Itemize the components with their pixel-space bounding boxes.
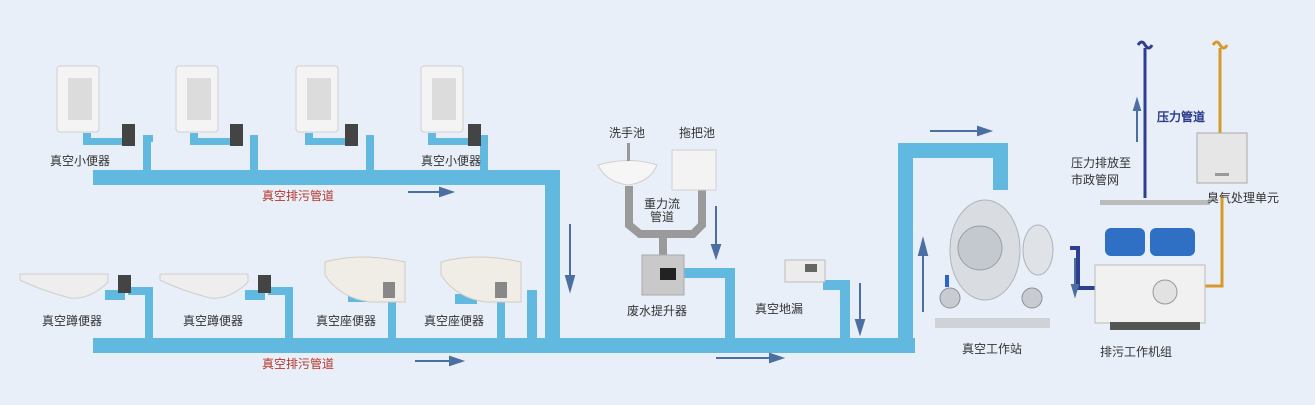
squat-toilet-icon — [159, 273, 249, 299]
urinal-icon — [295, 65, 339, 133]
arrow-up-icon — [1132, 96, 1142, 142]
arrow-up-icon — [917, 236, 929, 312]
mop-sink-icon — [671, 149, 717, 191]
vacuum-station-icon — [935, 199, 1054, 328]
right-equipment — [935, 132, 1248, 330]
station-top-run — [898, 143, 1008, 158]
pressure-pipe-label: 压力管道 — [1157, 110, 1206, 124]
arrow-right-icon — [408, 186, 456, 198]
station-inlet-drop — [993, 143, 1008, 190]
arrow-down-icon — [1070, 258, 1080, 299]
arrow-down-icon — [854, 283, 866, 337]
pressure-pipe — [1070, 40, 1154, 290]
middle-fixtures — [597, 143, 826, 296]
urinal-label-4: 真空小便器 — [421, 154, 482, 168]
bottom-fixtures — [19, 256, 522, 303]
faucet-icon — [627, 143, 630, 161]
gravity-pipe-label: 重力流 管道 — [644, 197, 681, 224]
odor-unit-label: 臭气处理单元 — [1207, 191, 1280, 205]
arrow-down-icon — [710, 206, 722, 261]
squat-toilet-icon — [19, 273, 109, 299]
discharge-destination-label: 压力排放至 市政管网 — [1071, 156, 1132, 187]
odor-unit-icon — [1196, 132, 1248, 184]
mop-sink-label: 拖把池 — [679, 126, 716, 140]
vacuum-valve-icon — [495, 282, 507, 298]
squat-toilet-label-1: 真空蹲便器 — [42, 314, 103, 328]
vacuum-valve-icon — [118, 275, 131, 293]
arrow-right-icon — [415, 355, 466, 367]
hand-basin-icon — [597, 160, 658, 186]
urinal-icon — [56, 65, 100, 133]
urinal-label-1: 真空小便器 — [50, 154, 111, 168]
vacuum-valve-icon — [230, 124, 243, 146]
top-vacuum-main — [93, 170, 560, 185]
vacuum-station-label: 真空工作站 — [962, 342, 1023, 356]
seat-toilet-label-1: 真空座便器 — [316, 314, 377, 328]
arrow-right-icon — [716, 352, 786, 364]
floor-drain-label: 真空地漏 — [755, 302, 804, 316]
flow-arrows — [408, 96, 1142, 367]
station-riser — [898, 143, 913, 353]
gravity-pipes — [625, 186, 706, 258]
vacuum-valve-icon — [345, 124, 358, 146]
discharge-unit-icon — [1094, 200, 1210, 330]
arrow-right-icon — [930, 125, 994, 137]
urinals — [56, 65, 481, 146]
vacuum-valve-icon — [122, 124, 135, 146]
vacuum-valve-icon — [468, 124, 481, 146]
seat-toilet-icon — [440, 256, 522, 303]
waste-lifter-label: 废水提升器 — [627, 304, 688, 318]
top-pipe-label: 真空排污管道 — [262, 189, 335, 203]
urinal-icon — [175, 65, 219, 133]
seat-toilet-label-2: 真空座便器 — [424, 314, 485, 328]
vacuum-pipes — [83, 133, 1008, 353]
squat-toilet-label-2: 真空蹲便器 — [183, 314, 244, 328]
discharge-unit-label: 排污工作机组 — [1100, 345, 1173, 359]
bottom-pipe-label: 真空排污管道 — [262, 357, 335, 371]
arrow-down-icon — [564, 224, 576, 294]
urinal-icon — [420, 65, 464, 133]
vacuum-valve-icon — [258, 275, 271, 293]
hand-basin-label: 洗手池 — [609, 126, 646, 140]
vacuum-valve-icon — [383, 282, 395, 298]
main-downcomer — [545, 170, 560, 353]
odor-pipe — [1205, 40, 1229, 288]
